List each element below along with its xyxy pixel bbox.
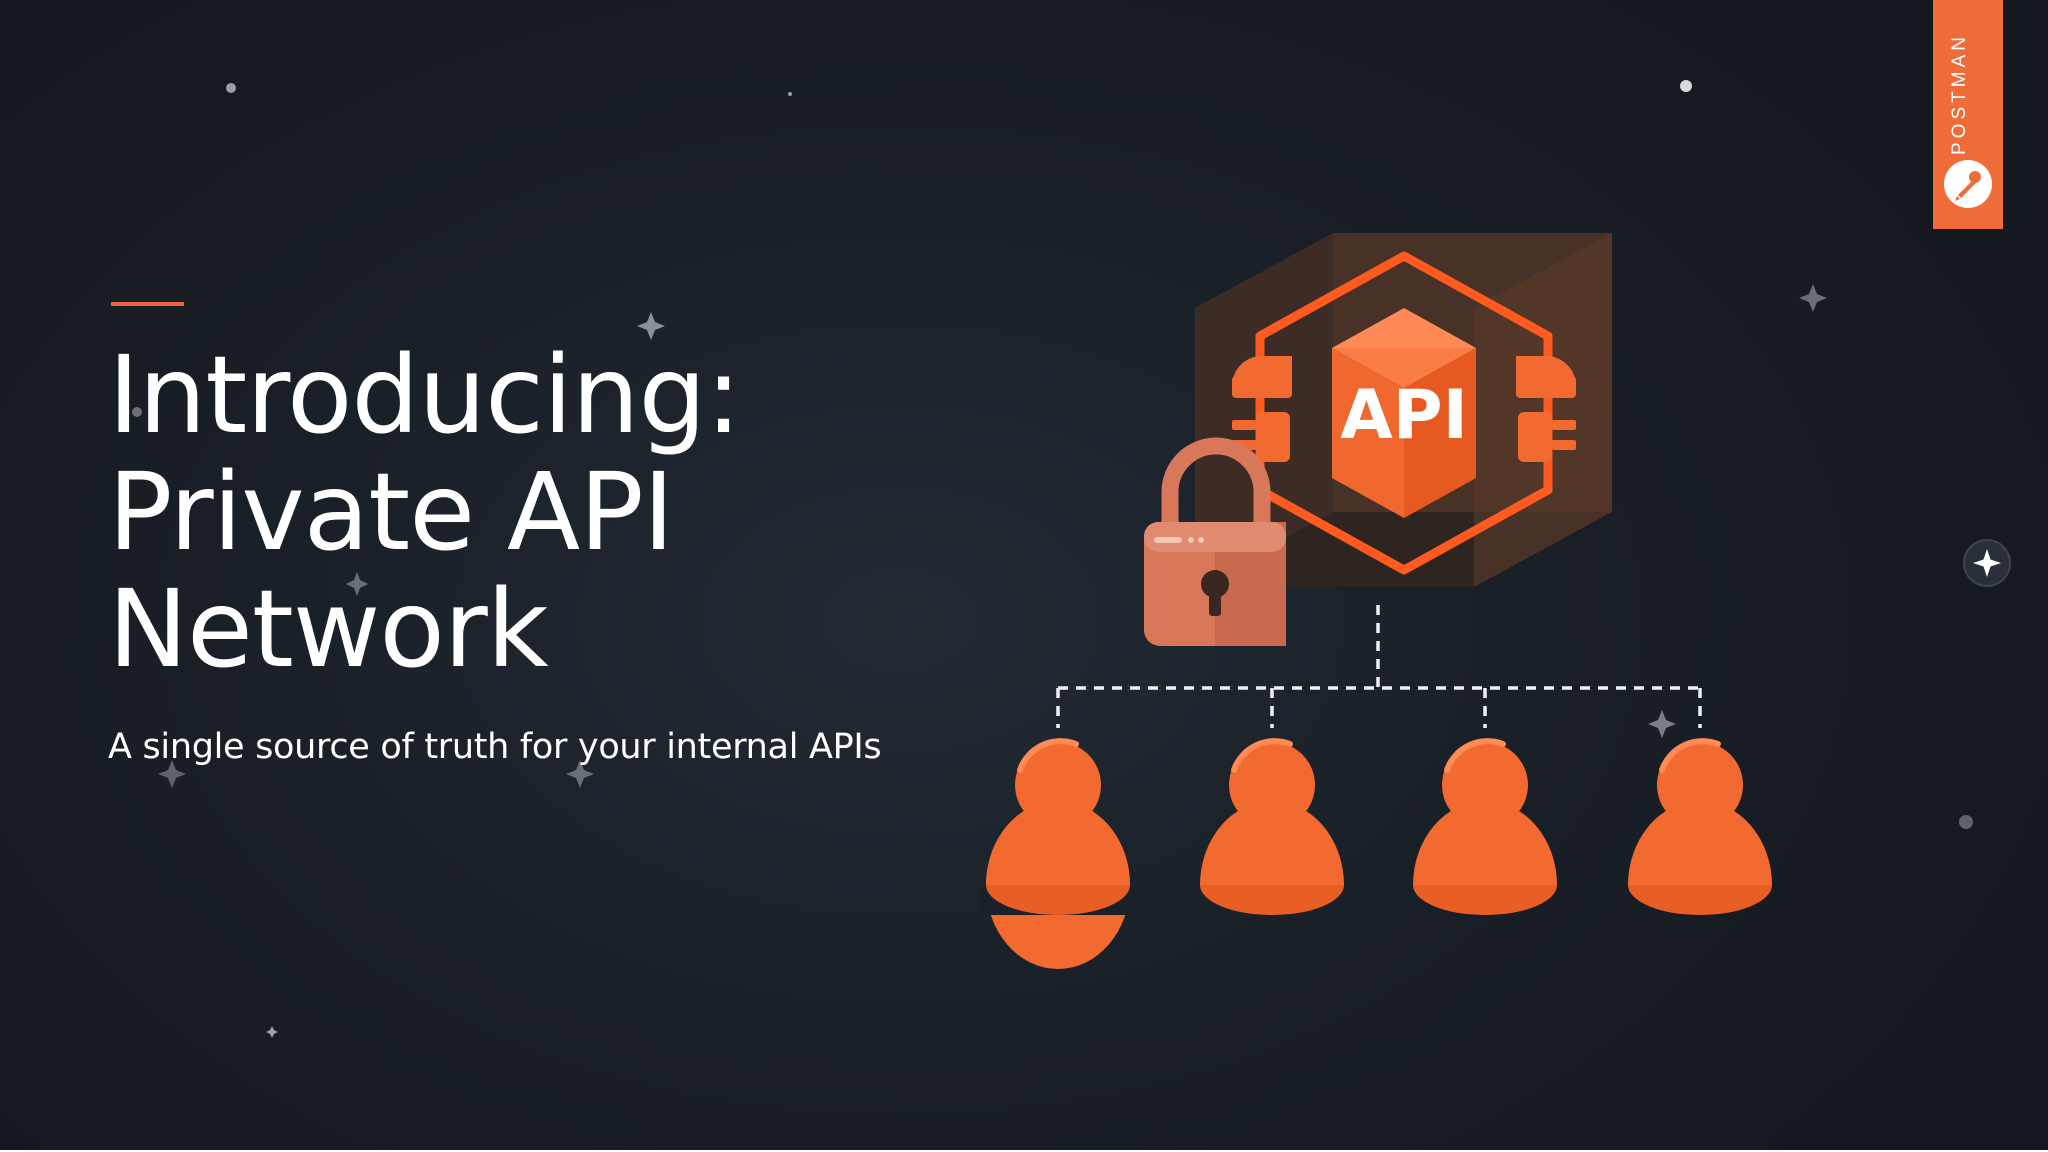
headline: Introducing: Private API Network	[108, 334, 742, 692]
brand-name: POSTMAN	[1949, 33, 1970, 155]
bottom-edge	[0, 1150, 2048, 1152]
user-icon	[980, 738, 1136, 969]
user-icon	[1413, 738, 1557, 915]
hexagon-ring	[1255, 251, 1553, 575]
plug-icon	[1232, 356, 1292, 462]
user-icon	[1200, 738, 1344, 915]
subtitle: A single source of truth for your intern…	[108, 727, 882, 767]
padlock-icon	[1144, 437, 1286, 646]
sparkle-nav-icon[interactable]	[1962, 536, 2012, 590]
api-cube-label: API	[1340, 376, 1468, 455]
api-cube-icon	[1332, 308, 1476, 518]
headline-line-3: Network	[108, 568, 549, 692]
plug-icon	[1516, 356, 1576, 462]
user-icon	[1628, 738, 1772, 915]
headline-line-1: Introducing:	[108, 334, 742, 458]
postman-logo-icon	[1944, 160, 1992, 208]
network-connectors	[1056, 605, 1702, 728]
accent-line	[111, 302, 184, 306]
headline-line-2: Private API	[108, 451, 674, 575]
